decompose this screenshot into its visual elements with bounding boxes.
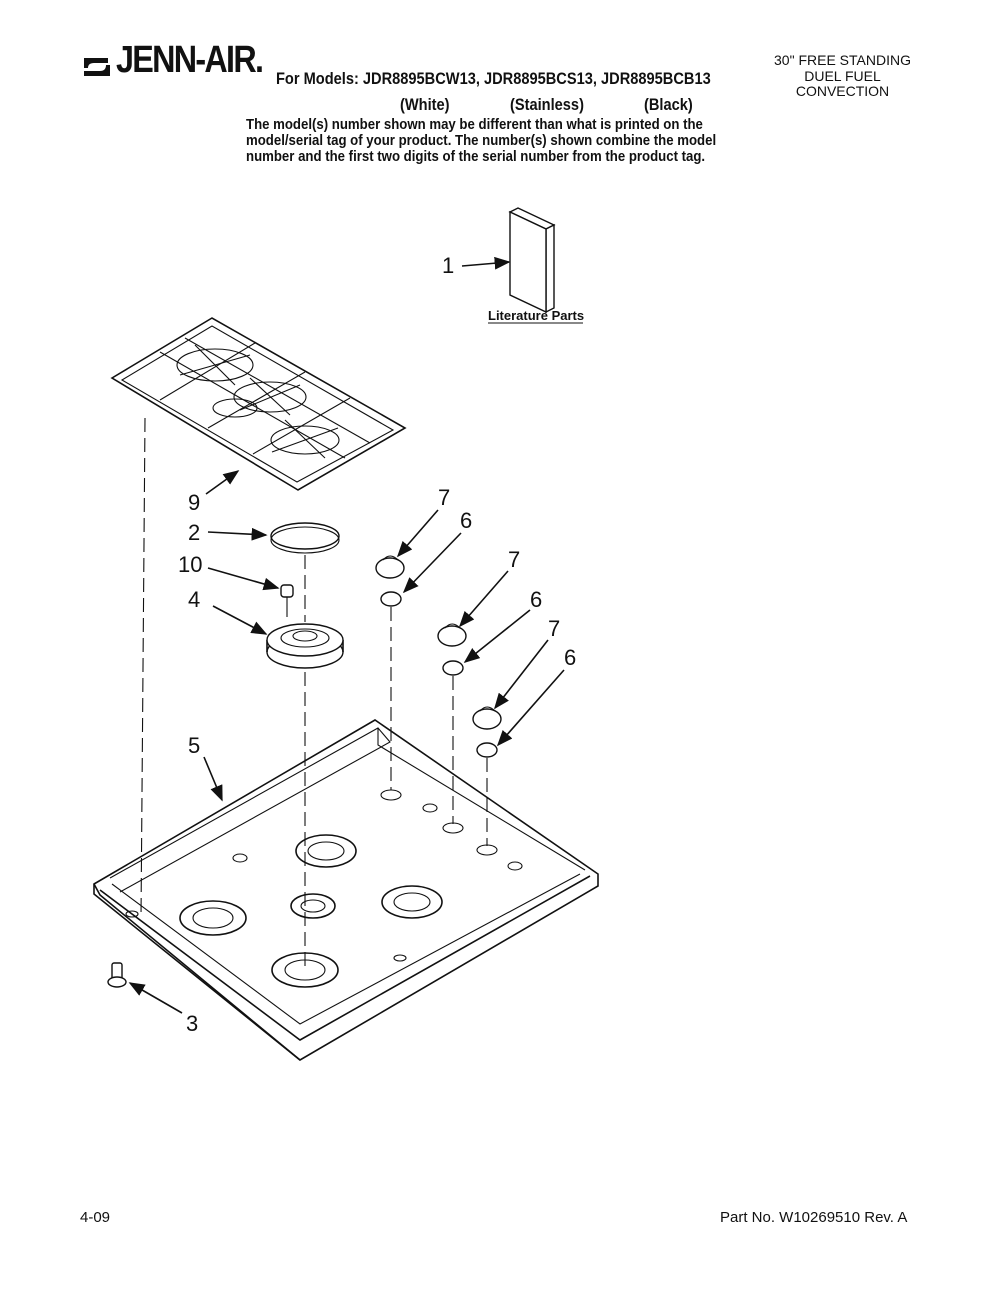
callout-9: 9 bbox=[188, 490, 200, 515]
leader-line bbox=[207, 527, 268, 541]
brand-logo: JENN-AIR. bbox=[82, 40, 288, 80]
product-line: DUEL FUEL bbox=[804, 68, 881, 84]
burner-cap bbox=[270, 522, 340, 550]
callout-7b: 7 bbox=[508, 547, 520, 572]
callout-6c: 6 bbox=[564, 645, 576, 670]
note-line: model/serial tag of your product. The nu… bbox=[246, 132, 717, 149]
variant-stainless: (Stainless) bbox=[510, 95, 584, 114]
callout-6a: 6 bbox=[460, 508, 472, 533]
knob-bezel bbox=[380, 591, 402, 607]
callout-7c: 7 bbox=[548, 616, 560, 641]
product-line: CONVECTION bbox=[795, 83, 890, 99]
control-knob bbox=[375, 555, 405, 579]
leader-line bbox=[205, 470, 240, 495]
callout-1: 1 bbox=[442, 253, 454, 278]
burner-cap-edge bbox=[270, 526, 340, 554]
callout-2: 2 bbox=[188, 520, 200, 545]
leader-line bbox=[207, 567, 280, 591]
control-knob bbox=[437, 623, 467, 647]
leader-line bbox=[212, 605, 268, 635]
literature-parts-label: Literature Parts bbox=[488, 308, 584, 323]
burner-base bbox=[266, 623, 344, 669]
leader-line bbox=[396, 509, 439, 558]
cooktop-main-top bbox=[93, 719, 599, 1061]
callout-5: 5 bbox=[188, 733, 200, 758]
leader-line bbox=[458, 570, 509, 628]
leader-line bbox=[463, 609, 531, 663]
note-line: The model(s) number shown may be differe… bbox=[246, 116, 703, 133]
variant-white: (White) bbox=[400, 95, 450, 114]
callout-3: 3 bbox=[186, 1011, 198, 1036]
control-knob bbox=[472, 706, 502, 730]
note-line: number and the first two digits of the s… bbox=[246, 148, 706, 165]
igniter-electrode bbox=[280, 584, 294, 617]
leader-line bbox=[402, 532, 462, 594]
leader-line bbox=[461, 256, 511, 270]
variant-black: (Black) bbox=[644, 95, 693, 114]
knob-bezel bbox=[442, 660, 464, 676]
callout-4: 4 bbox=[188, 587, 200, 612]
product-line: 30" FREE STANDING bbox=[774, 52, 911, 68]
leader-line bbox=[203, 756, 223, 802]
model-number-note: The model(s) number shown may be differe… bbox=[246, 117, 716, 165]
revision-date: 4-09 bbox=[80, 1209, 111, 1226]
assembly-guide-lines bbox=[140, 417, 488, 968]
knob-bezel bbox=[476, 742, 498, 758]
brand-name: JENN-AIR. bbox=[116, 39, 264, 81]
literature-booklet bbox=[508, 207, 556, 314]
part-number: Part No. W10269510 Rev. A bbox=[720, 1209, 908, 1226]
leader-line bbox=[128, 982, 183, 1014]
callout-7a: 7 bbox=[438, 485, 450, 510]
burner-grate bbox=[110, 317, 407, 491]
leader-line bbox=[494, 639, 549, 710]
callout-6b: 6 bbox=[530, 587, 542, 612]
leader-line bbox=[496, 669, 565, 747]
callout-10: 10 bbox=[178, 552, 202, 577]
models-line: For Models: JDR8895BCW13, JDR8895BCS13, … bbox=[276, 69, 711, 88]
mounting-screw bbox=[107, 962, 127, 988]
jenn-air-mark-icon bbox=[84, 58, 110, 76]
